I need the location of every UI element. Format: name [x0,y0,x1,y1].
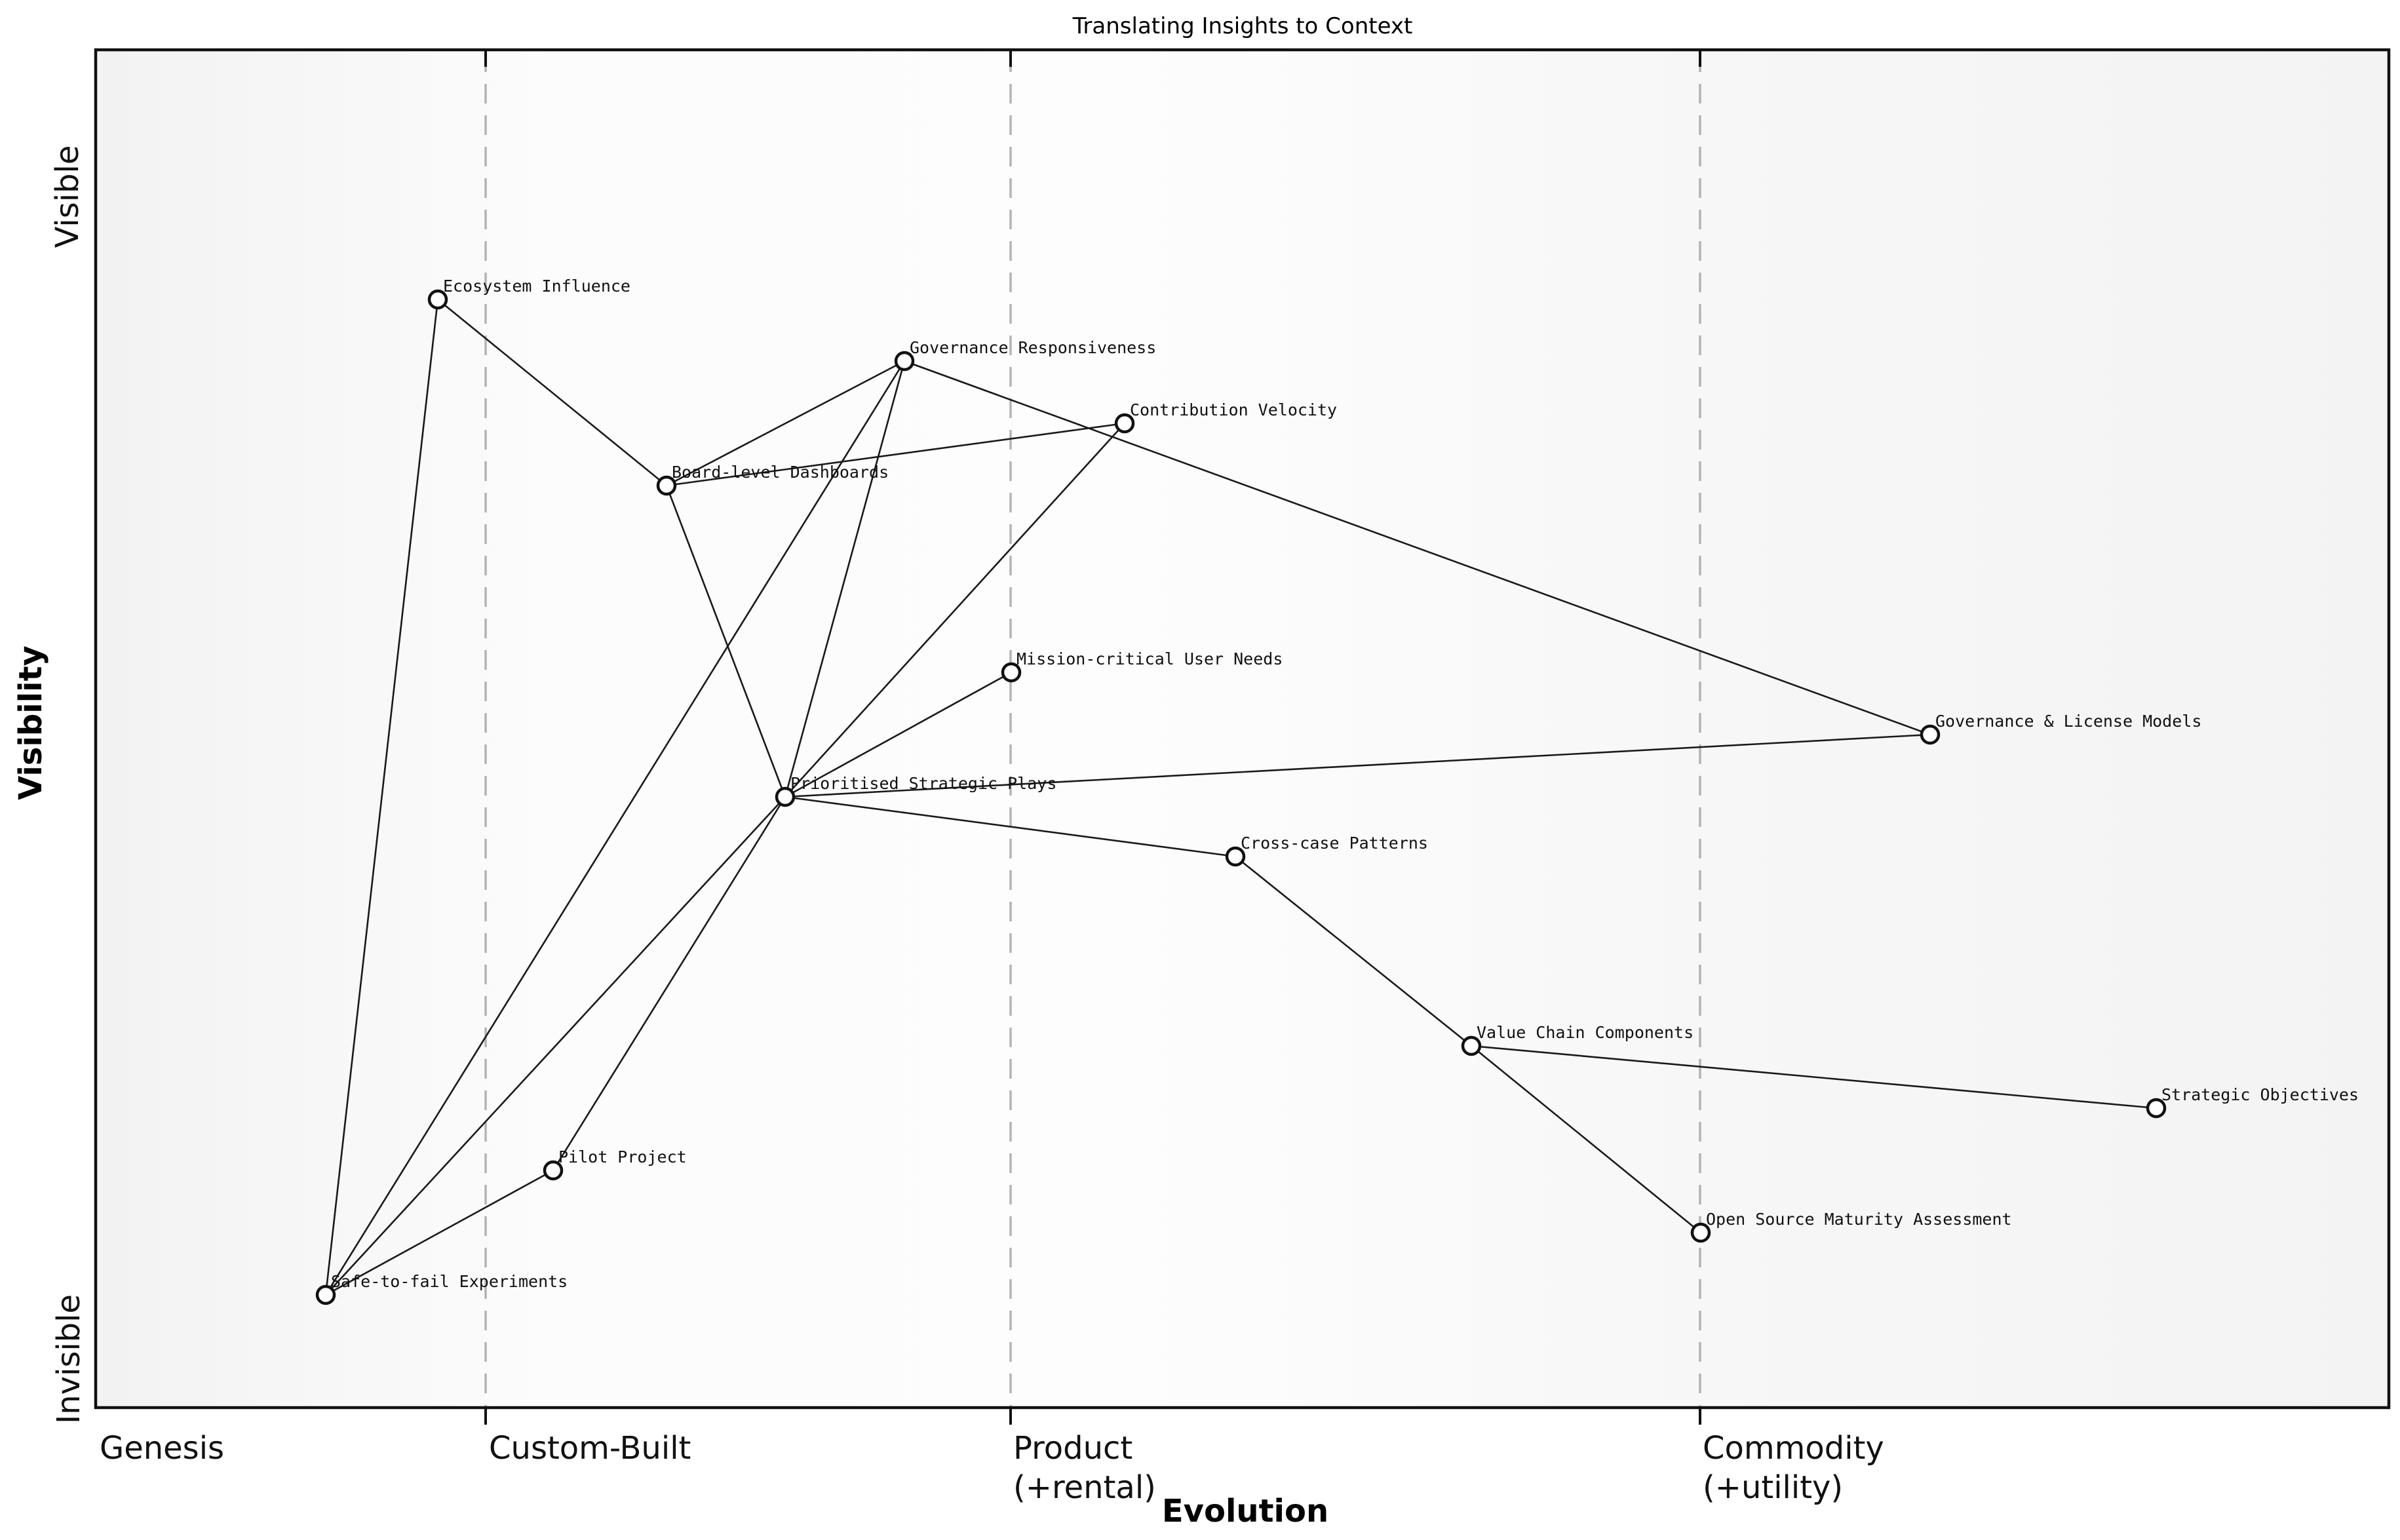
map-node-label-strategic_objectives: Strategic Objectives [2161,1085,2359,1104]
map-node-label-contribution_velocity: Contribution Velocity [1130,400,1337,419]
map-edge-value_chain--osma [1471,1045,1701,1234]
map-node-label-safe_to_fail: Safe-to-fail Experiments [331,1272,568,1291]
map-node-prioritised_plays [775,786,796,807]
map-node-label-osma: Open Source Maturity Assessment [1706,1210,2012,1229]
map-node-mission_user_needs [1001,662,1022,683]
map-edge-board_dashboards--contribution_velocity [666,422,1125,487]
stage-label-product: Product(+rental) [1013,1429,1156,1507]
map-node-governance_license [1920,724,1941,745]
map-edge-prioritised_plays--cross_case_patterns [784,796,1236,858]
map-node-board_dashboards [656,475,677,496]
map-node-safe_to_fail [315,1284,336,1305]
map-node-label-prioritised_plays: Prioritised Strategic Plays [790,774,1056,793]
map-node-label-board_dashboards: Board-level Dashboards [672,463,889,482]
stage-label-commodity: Commodity(+utility) [1703,1429,1884,1507]
map-node-value_chain [1461,1035,1482,1056]
map-edge-cross_case_patterns--value_chain [1235,855,1472,1047]
map-node-label-value_chain: Value Chain Components [1477,1023,1694,1042]
y-axis-title: Visibility [12,645,49,800]
stage-sublabel-text: (+utility) [1703,1469,1844,1506]
map-node-label-mission_user_needs: Mission-critical User Needs [1016,649,1283,668]
stage-sublabel-text: (+rental) [1013,1469,1156,1506]
map-node-osma [1690,1222,1711,1243]
map-edge-prioritised_plays--governance_responsiveness [784,360,906,798]
map-node-label-pilot_project: Pilot Project [558,1147,687,1166]
map-node-pilot_project [543,1160,564,1181]
map-node-governance_responsiveness [894,351,915,372]
stage-label-text: Commodity [1703,1430,1884,1467]
map-node-ecosystem_influence [427,289,448,310]
map-edge-prioritised_plays--contribution_velocity [784,423,1125,798]
map-edge-safe_to_fail--prioritised_plays [325,796,786,1296]
map-edge-board_dashboards--governance_responsiveness [666,360,905,487]
plot-border [94,48,2391,1410]
x-axis-title: Evolution [1161,1493,1329,1530]
stage-label-text: Custom-Built [489,1430,691,1467]
stage-label-text: Product [1013,1430,1133,1467]
map-node-label-cross_case_patterns: Cross-case Patterns [1241,834,1428,853]
map-edge-safe_to_fail--pilot_project [325,1169,554,1296]
map-node-label-governance_responsiveness: Governance Responsiveness [910,338,1156,357]
map-node-label-ecosystem_influence: Ecosystem Influence [443,277,630,296]
y-axis-label-visible: Visible [49,145,86,248]
map-edge-board_dashboards--ecosystem_influence [437,298,667,487]
map-edge-safe_to_fail--governance_responsiveness [324,360,906,1296]
map-edge-prioritised_plays--mission_user_needs [784,671,1012,798]
map-edge-governance_responsiveness--governance_license [904,360,1931,736]
map-edge-prioritised_plays--board_dashboards [665,485,786,798]
stage-label-text: Genesis [100,1430,225,1467]
y-axis-label-invisible: Invisible [50,1294,87,1424]
map-edge-safe_to_fail--ecosystem_influence [324,299,439,1296]
map-node-cross_case_patterns [1225,846,1246,867]
map-edge-pilot_project--prioritised_plays [552,796,786,1171]
stage-label-genesis: Genesis [100,1429,224,1468]
map-node-strategic_objectives [2146,1098,2167,1119]
map-edge-prioritised_plays--governance_license [784,733,1931,798]
map-edge-value_chain--strategic_objectives [1471,1045,2157,1109]
stage-label-custom-built: Custom-Built [489,1429,691,1468]
chart-title: Translating Insights to Context [1072,13,1413,39]
map-node-contribution_velocity [1114,413,1135,434]
plot-background [96,50,2389,1408]
map-node-label-governance_license: Governance & License Models [1935,712,2201,731]
